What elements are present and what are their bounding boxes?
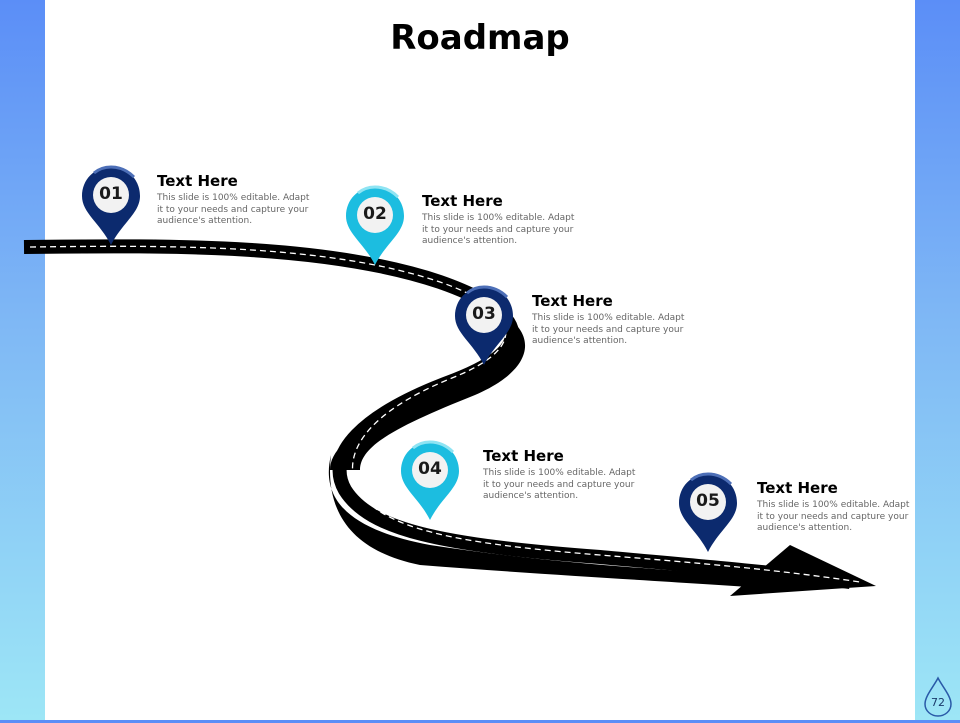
milestone-number: 02 bbox=[363, 204, 387, 224]
milestone-text-04: Text Here This slide is 100% editable. A… bbox=[483, 448, 643, 503]
milestone-heading: Text Here bbox=[157, 172, 238, 190]
milestone-number: 01 bbox=[99, 184, 123, 204]
map-pin-icon bbox=[346, 185, 404, 265]
milestone-text-05: Text Here This slide is 100% editable. A… bbox=[757, 480, 917, 535]
road-widening bbox=[328, 455, 790, 590]
page-title: Roadmap bbox=[390, 18, 570, 58]
milestone-heading: Text Here bbox=[757, 479, 838, 497]
slide-canvas bbox=[45, 0, 915, 720]
milestone-pin-03: 03 bbox=[453, 285, 515, 369]
milestone-pin-02: 02 bbox=[344, 185, 406, 269]
milestone-text-01: Text Here This slide is 100% editable. A… bbox=[157, 173, 317, 228]
milestone-description: This slide is 100% editable. Adapt it to… bbox=[483, 468, 636, 501]
milestone-heading: Text Here bbox=[422, 192, 503, 210]
milestone-description: This slide is 100% editable. Adapt it to… bbox=[532, 313, 685, 346]
road-path bbox=[23, 239, 851, 589]
road-arrowhead bbox=[730, 545, 876, 596]
map-pin-icon bbox=[401, 440, 459, 520]
milestone-text-03: Text Here This slide is 100% editable. A… bbox=[532, 293, 692, 348]
milestone-number: 05 bbox=[696, 491, 720, 511]
map-pin-icon bbox=[455, 285, 513, 365]
page-number: 72 bbox=[931, 696, 945, 709]
milestone-number: 04 bbox=[418, 459, 442, 479]
milestone-description: This slide is 100% editable. Adapt it to… bbox=[422, 213, 575, 246]
milestone-number: 03 bbox=[472, 304, 496, 324]
map-pin-icon bbox=[679, 472, 737, 552]
milestone-heading: Text Here bbox=[483, 447, 564, 465]
road-center-line bbox=[29, 245, 861, 583]
milestone-pin-05: 05 bbox=[677, 472, 739, 556]
road-curve-fill bbox=[330, 300, 526, 470]
milestone-description: This slide is 100% editable. Adapt it to… bbox=[157, 193, 310, 226]
map-pin-icon bbox=[82, 165, 140, 245]
milestone-description: This slide is 100% editable. Adapt it to… bbox=[757, 500, 910, 533]
milestone-heading: Text Here bbox=[532, 292, 613, 310]
milestone-text-02: Text Here This slide is 100% editable. A… bbox=[422, 193, 582, 248]
page-number-badge: 72 bbox=[922, 676, 954, 718]
milestone-pin-01: 01 bbox=[80, 165, 142, 249]
droplet-icon bbox=[924, 676, 952, 717]
milestone-pin-04: 04 bbox=[399, 440, 461, 524]
